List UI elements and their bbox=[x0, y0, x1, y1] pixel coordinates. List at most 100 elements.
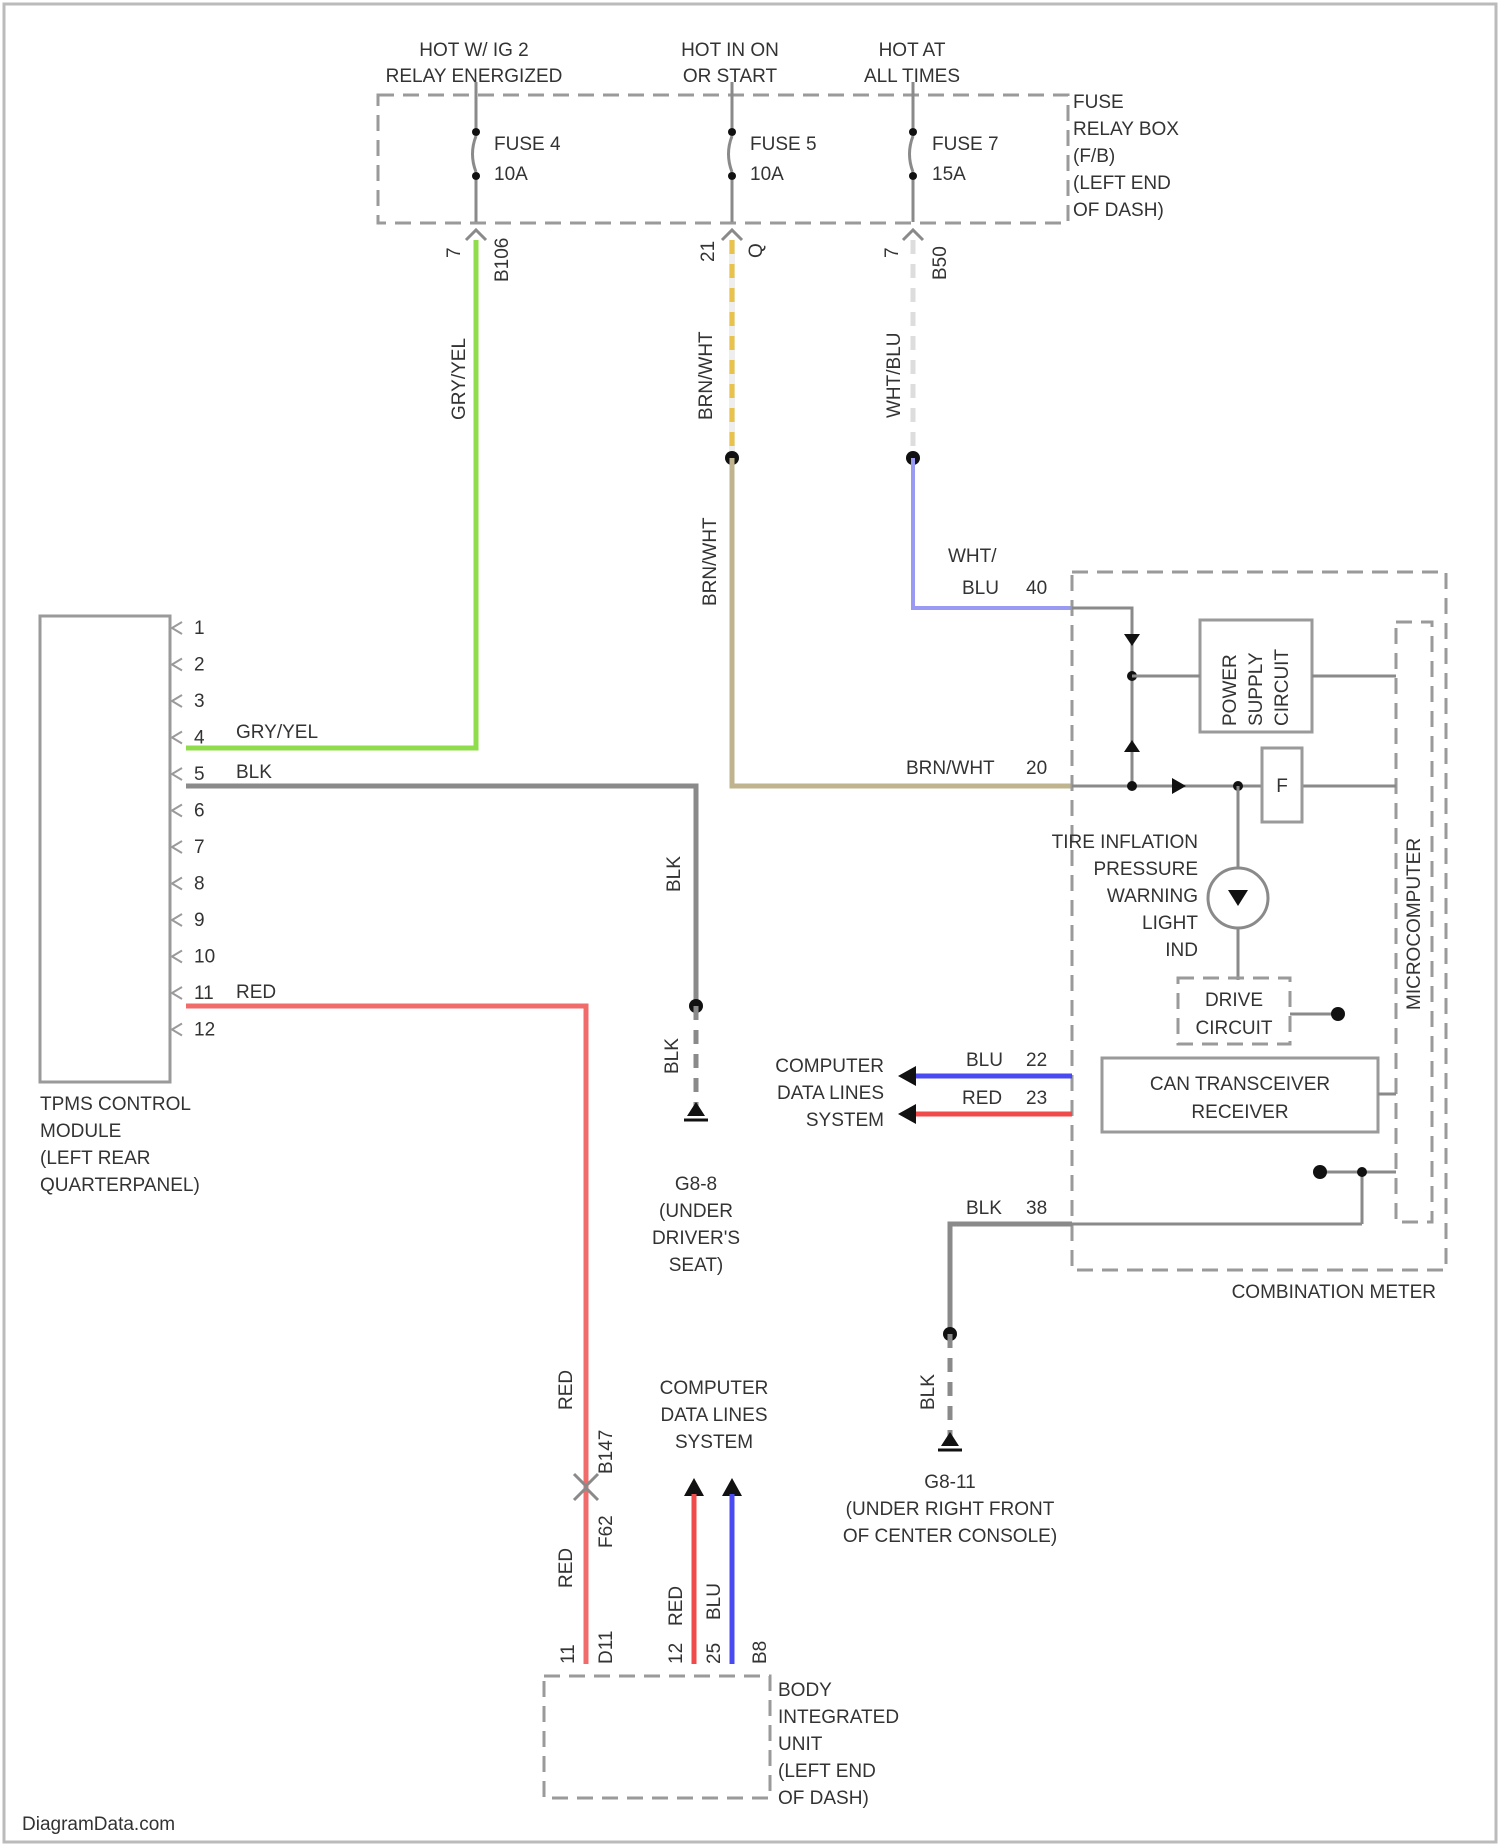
wire-label-red-horizontal: RED bbox=[236, 982, 276, 1003]
arrow-red-can bbox=[898, 1104, 916, 1124]
data-lines-left-1: COMPUTER bbox=[775, 1056, 884, 1077]
wire-label-brn-wht-upper: BRN/WHT bbox=[696, 331, 717, 420]
biu-label-5: OF DASH) bbox=[778, 1788, 869, 1809]
fuse-5-rating: 10A bbox=[750, 164, 784, 185]
tpms-label-3: (LEFT REAR bbox=[40, 1148, 151, 1169]
warning-label-1: TIRE INFLATION bbox=[1052, 832, 1198, 853]
fuse-connectors: 7 B106 21 Q 7 B50 bbox=[444, 230, 951, 282]
fuse-7-conn: B50 bbox=[930, 246, 951, 280]
wire-blk-meter bbox=[950, 1224, 1072, 1334]
tpms-pin-mark bbox=[172, 695, 182, 707]
tpms-pin-mark bbox=[172, 1024, 182, 1036]
internal-line-40 bbox=[1072, 608, 1132, 786]
body-integrated-unit: 11 D11 12 25 B8 BODY INTEGRATED UNIT (LE… bbox=[544, 1631, 899, 1809]
connector-mark-1 bbox=[466, 230, 486, 240]
tpms-label-1: TPMS CONTROL bbox=[40, 1094, 191, 1115]
biu-pin-1: 11 bbox=[558, 1644, 579, 1664]
tpms-pin-4: 4 bbox=[194, 728, 205, 749]
fuse-4-name: FUSE 4 bbox=[494, 134, 561, 155]
tpms-pin-12: 12 bbox=[194, 1020, 215, 1041]
wire-label-red-lower: RED bbox=[556, 1548, 577, 1588]
biu-label-4: (LEFT END bbox=[778, 1761, 876, 1782]
fuse-4-rating: 10A bbox=[494, 164, 528, 185]
wire-label-blk-horizontal: BLK bbox=[236, 762, 272, 783]
arrow-blu-bottom bbox=[722, 1478, 742, 1496]
biu-label-2: INTEGRATED bbox=[778, 1707, 899, 1728]
tpms-pin-mark bbox=[172, 841, 182, 853]
wire-label-brn-wht-lower: BRN/WHT bbox=[700, 517, 721, 606]
biu-label-3: UNIT bbox=[778, 1734, 823, 1755]
meter-pin-38: 38 bbox=[1026, 1198, 1047, 1219]
wire-label-blk-dash: BLK bbox=[662, 1038, 683, 1074]
power-supply-label-1: POWER bbox=[1220, 654, 1241, 726]
ground-g8-8-label-4: SEAT) bbox=[669, 1255, 724, 1276]
wire-label-red-biu: RED bbox=[666, 1586, 687, 1626]
connector-mark-3 bbox=[903, 230, 923, 240]
tpms-pin-mark bbox=[172, 878, 182, 890]
ground-g8-11-label-1: G8-11 bbox=[924, 1472, 975, 1493]
mid-connector-bottom: F62 bbox=[596, 1515, 617, 1548]
data-lines-bottom-2: DATA LINES bbox=[661, 1405, 768, 1426]
tpms-pin-mark bbox=[172, 805, 182, 817]
fuse-box-outline bbox=[378, 95, 1068, 223]
arrow-blu-can bbox=[898, 1066, 916, 1086]
meter-pin-23: 23 bbox=[1026, 1088, 1047, 1109]
wire-label-blu-22: BLU bbox=[966, 1050, 1003, 1071]
tpms-pin-1: 1 bbox=[194, 618, 205, 639]
tpms-pin-6: 6 bbox=[194, 801, 205, 822]
biu-outline bbox=[544, 1676, 770, 1798]
fuse-5-name: FUSE 5 bbox=[750, 134, 817, 155]
drive-ground-icon bbox=[1331, 1007, 1345, 1021]
meter-pin-20: 20 bbox=[1026, 758, 1047, 779]
fuse-box-label-1: FUSE bbox=[1073, 92, 1124, 113]
tpms-pin-5: 5 bbox=[194, 764, 205, 785]
power-labels: HOT W/ IG 2 RELAY ENERGIZED HOT IN ON OR… bbox=[386, 40, 960, 87]
data-lines-left-3: SYSTEM bbox=[806, 1110, 884, 1131]
fuse-4-conn: B106 bbox=[492, 238, 513, 282]
fuse-box-label-5: OF DASH) bbox=[1073, 200, 1164, 221]
tpms-module-box bbox=[40, 616, 170, 1082]
wire-red-tpms bbox=[186, 1006, 586, 1664]
wire-label-red-upper: RED bbox=[556, 1370, 577, 1410]
warning-label-2: PRESSURE bbox=[1093, 859, 1198, 880]
wire-label-wht-blu-vertical: WHT/BLU bbox=[884, 333, 905, 419]
warning-label-5: IND bbox=[1165, 940, 1198, 961]
biu-pin-4: 25 bbox=[704, 1643, 725, 1664]
tpms-pin-mark bbox=[172, 768, 182, 780]
fuse-5-pin: 21 bbox=[698, 241, 719, 262]
data-lines-bottom-1: COMPUTER bbox=[660, 1378, 769, 1399]
tpms-pin-7: 7 bbox=[194, 837, 205, 858]
wire-label-blu-biu: BLU bbox=[704, 1583, 725, 1620]
power-label-2a: HOT IN ON bbox=[681, 40, 779, 61]
watermark: DiagramData.com bbox=[22, 1814, 175, 1835]
fuse-4: FUSE 4 10A bbox=[472, 82, 561, 222]
power-label-1a: HOT W/ IG 2 bbox=[419, 40, 528, 61]
fuse-7-pin: 7 bbox=[882, 247, 903, 258]
wire-blk-tpms bbox=[186, 786, 696, 1006]
power-label-2b: OR START bbox=[683, 66, 778, 87]
tpms-pin-9: 9 bbox=[194, 910, 205, 931]
fuse-7: FUSE 7 15A bbox=[909, 82, 999, 222]
fuse-5: FUSE 5 10A bbox=[728, 82, 817, 222]
biu-pin-2: D11 bbox=[596, 1631, 617, 1664]
tpms-pin-mark bbox=[172, 622, 182, 634]
meter-fuse-label: F bbox=[1276, 776, 1288, 797]
fuse-7-rating: 15A bbox=[932, 164, 966, 185]
mid-connector: B147 F62 bbox=[574, 1430, 617, 1548]
drive-label-1: DRIVE bbox=[1205, 990, 1263, 1011]
tpms-pin-10: 10 bbox=[194, 947, 215, 968]
data-lines-bottom-3: SYSTEM bbox=[675, 1432, 753, 1453]
connector-mark-2 bbox=[722, 230, 742, 240]
meter-pin-22: 22 bbox=[1026, 1050, 1047, 1071]
microcomputer-label: MICROCOMPUTER bbox=[1404, 838, 1425, 1010]
tpms-pin-mark bbox=[172, 732, 182, 744]
combination-meter: COMBINATION METER MICROCOMPUTER POWER SU… bbox=[906, 546, 1446, 1303]
ground-g8-8-label-1: G8-8 bbox=[675, 1174, 717, 1195]
fuse-5-conn: Q bbox=[746, 243, 767, 258]
fuse-box-label-3: (F/B) bbox=[1073, 146, 1115, 167]
power-label-3a: HOT AT bbox=[879, 40, 946, 61]
drive-label-2: CIRCUIT bbox=[1195, 1018, 1272, 1039]
can-label-2: RECEIVER bbox=[1191, 1102, 1288, 1123]
